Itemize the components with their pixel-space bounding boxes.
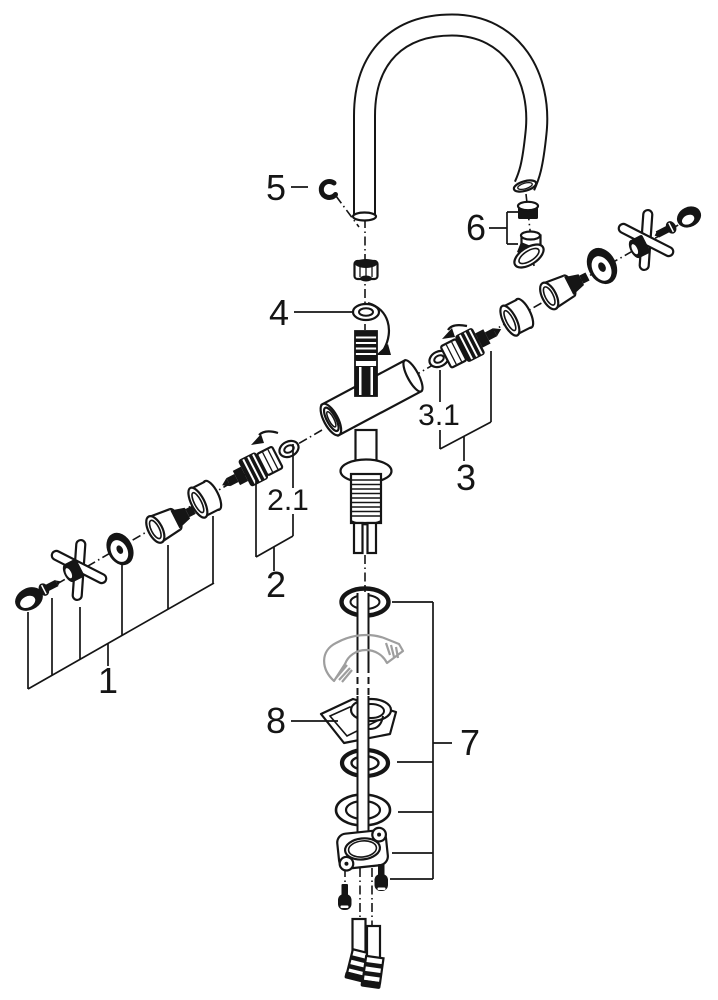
supply-pipes-front <box>356 696 370 832</box>
mounting-wedge <box>319 697 398 745</box>
sleeve-right <box>499 297 535 337</box>
handle-screw-right <box>654 221 677 238</box>
sleeve-left <box>187 479 223 519</box>
mounting-flange <box>336 826 389 872</box>
rotation-arrow-right <box>442 324 468 339</box>
cartridge-right <box>440 328 502 369</box>
supply-pipes <box>356 593 370 700</box>
spout-base-opening <box>351 211 378 222</box>
o-ring-spout <box>351 302 381 322</box>
rotation-arrow-spout <box>367 301 391 355</box>
handle-cap-right <box>676 206 702 228</box>
spout <box>351 13 549 222</box>
bracket-3-1 <box>439 351 492 461</box>
callout-3-1: 3.1 <box>418 399 460 432</box>
callout-2: 2 <box>265 564 287 605</box>
mounting-screw-left <box>338 884 352 910</box>
aerator-insert <box>516 200 540 219</box>
escutcheon-left <box>106 532 134 566</box>
inlet-shank-threads <box>354 330 378 397</box>
callout-2-1: 2.1 <box>267 484 309 517</box>
callout-5: 5 <box>265 167 287 208</box>
handle-cap-left <box>15 587 43 611</box>
faucet-body <box>319 330 424 555</box>
supply-pipe-stubs <box>352 521 378 555</box>
callout-4: 4 <box>268 292 290 333</box>
extension-cone-left <box>145 505 196 544</box>
bracket-7 <box>390 601 452 880</box>
escutcheon-right <box>586 247 618 285</box>
rotation-arrow-left <box>251 430 279 445</box>
aerator-housing <box>513 230 545 269</box>
supply-hose-right <box>360 924 385 989</box>
callout-7: 7 <box>459 722 481 763</box>
o-ring-cartridge-left <box>278 439 300 459</box>
callout-3: 3 <box>455 457 477 498</box>
spout-tip <box>512 179 538 193</box>
connector-nut <box>353 259 379 282</box>
callout-8: 8 <box>265 700 287 741</box>
callout-1: 1 <box>97 660 119 701</box>
mounting-wedge-ghost <box>323 633 405 683</box>
mounting-screw-right <box>374 864 388 891</box>
bracket-6 <box>489 211 518 245</box>
bracket-2-1 <box>255 444 294 571</box>
bracket-1 <box>27 516 215 690</box>
handle-screw-left <box>38 579 61 596</box>
extension-cone-right <box>539 272 590 311</box>
callout-lines <box>27 186 518 880</box>
cross-handle-left <box>50 538 108 602</box>
cartridge-left <box>222 446 284 487</box>
mounting-shank <box>349 472 383 526</box>
cross-handle-right <box>617 208 675 272</box>
callout-6: 6 <box>465 207 487 248</box>
retaining-clip <box>318 178 338 200</box>
